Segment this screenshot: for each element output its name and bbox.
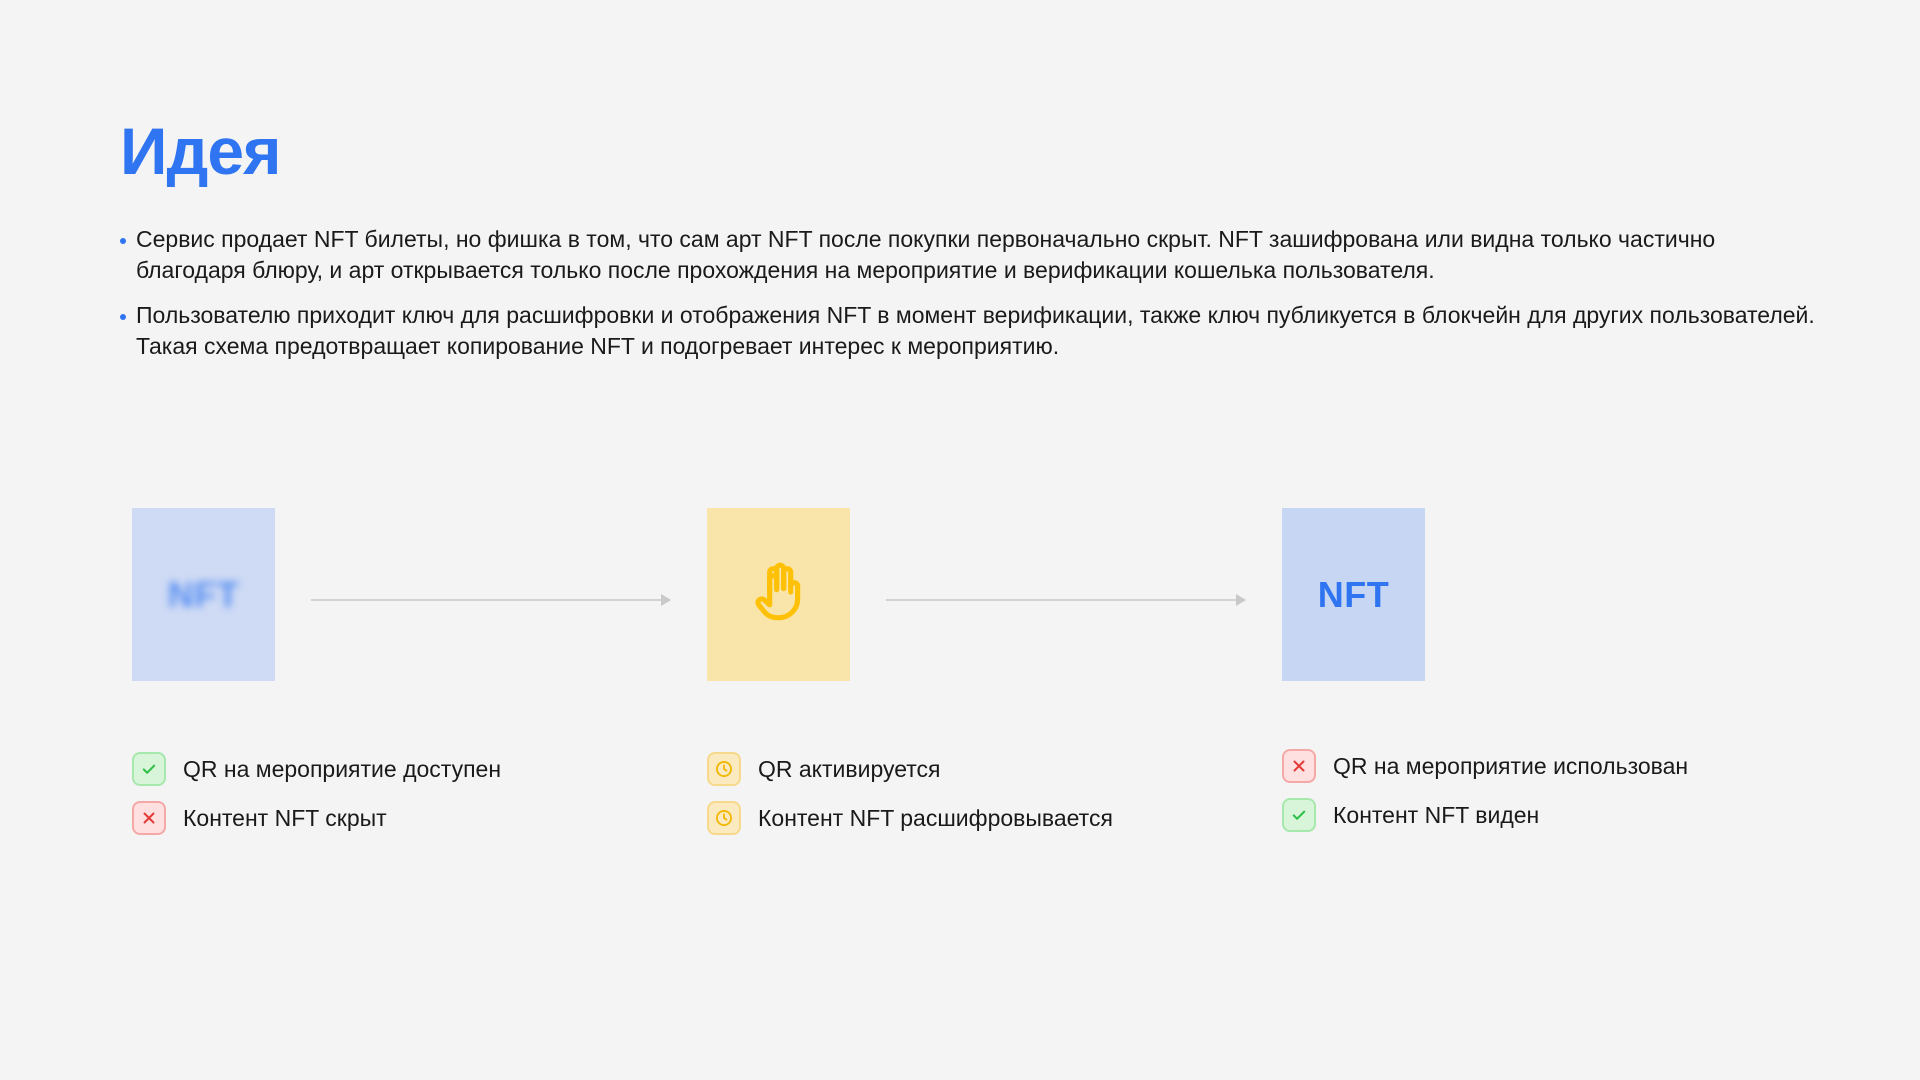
status-text: QR на мероприятие доступен bbox=[183, 755, 502, 782]
nft-hidden-card: NFT bbox=[132, 508, 275, 681]
status-text: Контент NFT скрыт bbox=[183, 804, 387, 831]
hand-icon bbox=[751, 561, 807, 628]
status-text: Контент NFT расшифровывается bbox=[758, 804, 1113, 831]
flow-arrow-1 bbox=[311, 594, 671, 606]
status-item: Контент NFT виден bbox=[1282, 798, 1539, 832]
status-item: QR на мероприятие доступен bbox=[132, 752, 501, 786]
bullet-dot bbox=[120, 238, 126, 244]
slide-title: Идея bbox=[120, 114, 282, 188]
status-item: QR на мероприятие использован bbox=[1282, 749, 1688, 783]
status-item: Контент NFT скрыт bbox=[132, 801, 387, 835]
nft-revealed-card: NFT bbox=[1282, 508, 1425, 681]
arrow-line bbox=[311, 599, 663, 601]
status-text: Контент NFT виден bbox=[1333, 801, 1540, 828]
nft-blurred-label: NFT bbox=[167, 573, 240, 615]
nft-revealed-label: NFT bbox=[1317, 573, 1390, 615]
status-text: QR на мероприятие использован bbox=[1333, 752, 1689, 779]
flow-arrow-2 bbox=[886, 594, 1246, 606]
bullet-text: Сервис продает NFT билеты, но фишка в то… bbox=[136, 226, 1716, 283]
bullet-list: Сервис продает NFT билеты, но фишка в то… bbox=[120, 224, 1820, 376]
cross-icon bbox=[1282, 749, 1316, 783]
verification-card bbox=[707, 508, 850, 681]
bullet-dot bbox=[120, 314, 126, 320]
bullet-item: Сервис продает NFT билеты, но фишка в то… bbox=[120, 224, 1820, 286]
check-icon bbox=[132, 752, 166, 786]
arrow-line bbox=[886, 599, 1238, 601]
bullet-item: Пользователю приходит ключ для расшифров… bbox=[120, 300, 1820, 362]
clock-icon bbox=[707, 752, 741, 786]
arrow-head bbox=[1236, 594, 1246, 606]
status-item: Контент NFT расшифровывается bbox=[707, 801, 1113, 835]
status-item: QR активируется bbox=[707, 752, 940, 786]
bullet-text: Пользователю приходит ключ для расшифров… bbox=[136, 302, 1815, 359]
cross-icon bbox=[132, 801, 166, 835]
arrow-head bbox=[661, 594, 671, 606]
status-text: QR активируется bbox=[758, 755, 941, 782]
clock-icon bbox=[707, 801, 741, 835]
check-icon bbox=[1282, 798, 1316, 832]
